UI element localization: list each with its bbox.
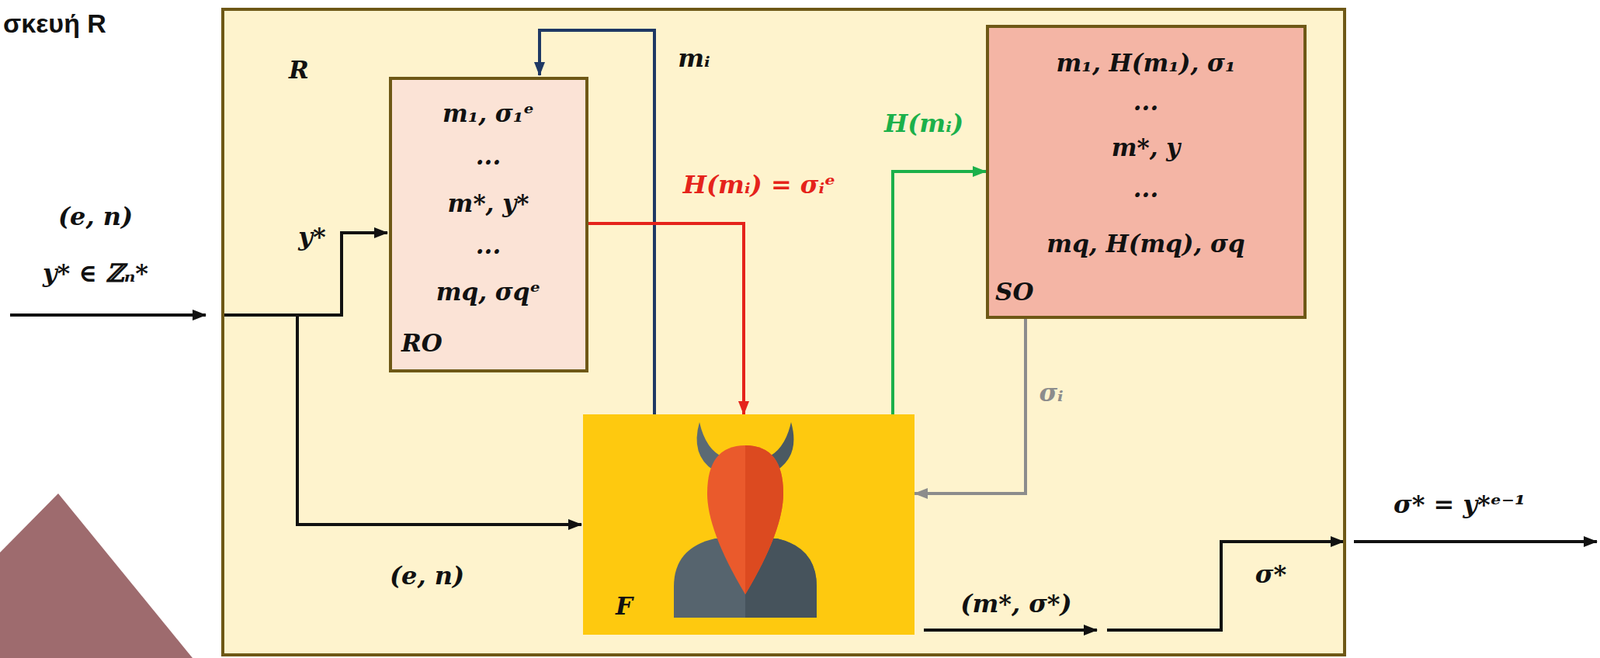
corner-decoration bbox=[0, 493, 193, 658]
result-formula: σ* = y*ᵉ⁻¹ bbox=[1393, 490, 1526, 520]
box-name: RO bbox=[401, 329, 443, 358]
adversary-illustration bbox=[583, 414, 915, 636]
forgery-output: (m*, σ*) bbox=[960, 590, 1072, 619]
adversary-box: F bbox=[583, 414, 915, 636]
ellipsis: ... bbox=[475, 232, 501, 261]
ellipsis: ... bbox=[1133, 175, 1159, 204]
message-arrow bbox=[588, 223, 744, 415]
table-row: mq, H(mq), σq bbox=[1046, 230, 1245, 259]
reduction-box: Rm₁, σ₁ᵉ... m*, y*... mq, σqᵉRO m₁, H(m₁), … bbox=[221, 7, 1347, 657]
output-wire bbox=[1353, 540, 1597, 544]
sigma-wire bbox=[1107, 541, 1344, 631]
table-row: m₁, H(m₁), σ₁ bbox=[1056, 49, 1236, 78]
table-row: mq, σqᵉ bbox=[436, 278, 541, 307]
public-key: (e, n) bbox=[58, 202, 133, 232]
forgery-wire bbox=[923, 628, 1097, 632]
edge-label: H(mᵢ) bbox=[884, 109, 964, 139]
public-key: (e, n) bbox=[389, 562, 465, 591]
reduction-ground bbox=[221, 7, 1347, 657]
challenge-input: y* ∈ ℤₙ* bbox=[42, 259, 149, 289]
table-row: m₁, σ₁ᵉ bbox=[442, 100, 535, 129]
table-row: m*, y* bbox=[447, 190, 530, 219]
table-row: m*, y bbox=[1111, 134, 1181, 163]
slide-title: σκευή R bbox=[3, 8, 107, 39]
random-oracle-box: m₁, σ₁ᵉ... m*, y*... mq, σqᵉRO bbox=[388, 76, 589, 373]
ellipsis: ... bbox=[1133, 88, 1159, 117]
edge-label: σᵢ bbox=[1038, 378, 1063, 408]
box-name: F bbox=[615, 593, 633, 622]
edge-label: mᵢ bbox=[677, 44, 711, 73]
ellipsis: ... bbox=[475, 142, 501, 171]
edge-label: H(mᵢ) = σᵢᵉ bbox=[683, 170, 837, 200]
message-arrow bbox=[892, 171, 986, 415]
signal-name: y* bbox=[298, 222, 326, 252]
message-arrow bbox=[914, 319, 1026, 494]
box-name: R bbox=[288, 56, 309, 85]
input-wire bbox=[10, 313, 206, 317]
box-name: SO bbox=[995, 278, 1034, 307]
signal-name: σ* bbox=[1255, 560, 1287, 590]
signing-oracle-box: m₁, H(m₁), σ₁... m*, y... mq, H(mq), σq SO bbox=[985, 24, 1307, 320]
